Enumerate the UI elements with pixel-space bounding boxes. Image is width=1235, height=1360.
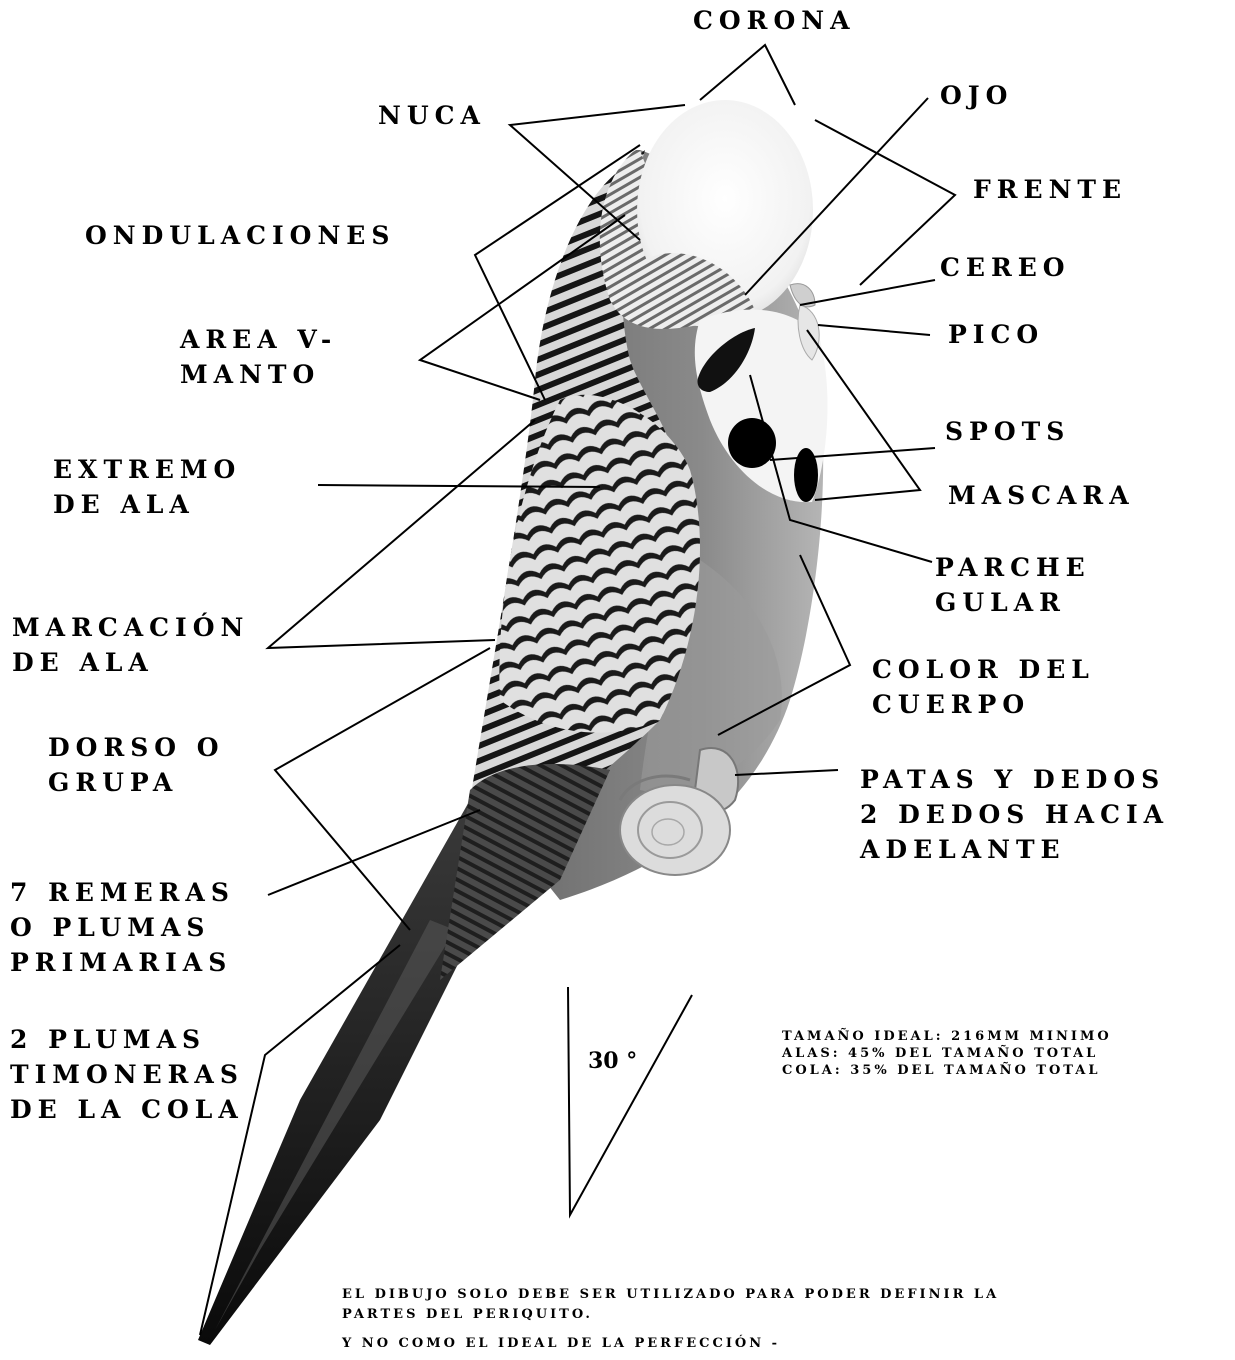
label-timoneras-line1: 2 PLUMAS [10,1022,244,1057]
label-remeras-line1: 7 REMERAS [10,875,235,910]
label-marcacion-ala: MARCACIÓN DE ALA [12,610,249,680]
leader-corona [700,45,795,105]
leader-marcacion-ala [268,420,535,648]
label-marcacion-ala-line1: MARCACIÓN [12,610,249,645]
label-patas-dedos-line2: 2 DEDOS HACIA [860,797,1169,832]
label-dorso-grupa-line2: GRUPA [48,765,225,800]
angle-guide [568,987,692,1215]
label-patas-dedos-line3: ADELANTE [860,832,1169,867]
label-timoneras-line3: DE LA COLA [10,1092,244,1127]
label-patas-dedos-line1: PATAS Y DEDOS [860,762,1169,797]
size-info-line1: TAMAÑO IDEAL: 216MM MINIMO [782,1028,1112,1045]
label-area-manto-line1: AREA V- [180,322,337,357]
label-color-cuerpo-line2: CUERPO [872,687,1095,722]
size-info-line2: ALAS: 45% DEL TAMAÑO TOTAL [782,1045,1112,1062]
label-corona: CORONA [693,3,855,38]
label-dorso-grupa: DORSO O GRUPA [48,730,225,800]
leader-cereo [800,280,935,305]
label-dorso-grupa-line1: DORSO O [48,730,225,765]
label-nuca: NUCA [378,98,486,133]
label-ondulaciones: ONDULACIONES [85,218,395,253]
label-area-manto-line2: MANTO [180,357,337,392]
label-pico: PICO [948,317,1044,352]
label-parche-gular-line1: PARCHE [935,550,1091,585]
label-parche-gular: PARCHE GULAR [935,550,1091,620]
size-info-line3: COLA: 35% DEL TAMAÑO TOTAL [782,1062,1112,1079]
label-patas-dedos: PATAS Y DEDOS 2 DEDOS HACIA ADELANTE [860,762,1169,867]
label-ojo: OJO [940,78,1013,113]
label-marcacion-ala-line2: DE ALA [12,645,249,680]
label-timoneras: 2 PLUMAS TIMONERAS DE LA COLA [10,1022,244,1127]
label-mascara: MASCARA [948,478,1135,513]
leader-pico [818,325,930,335]
label-extremo-ala: EXTREMO DE ALA [53,452,241,522]
disclaimer-line1: EL DIBUJO SOLO DEBE SER UTILIZADO PARA P… [342,1285,999,1305]
label-parche-gular-line2: GULAR [935,585,1091,620]
angle-label: 30 ° [588,1048,637,1074]
disclaimer-line2: PARTES DEL PERIQUITO. [342,1305,593,1325]
label-frente: FRENTE [973,172,1127,207]
label-extremo-ala-line2: DE ALA [53,487,241,522]
label-remeras: 7 REMERAS O PLUMAS PRIMARIAS [10,875,235,980]
label-spots: SPOTS [945,414,1070,449]
label-color-cuerpo: COLOR DEL CUERPO [872,652,1095,722]
label-cereo: CEREO [940,250,1071,285]
label-remeras-line2: O PLUMAS [10,910,235,945]
label-area-manto: AREA V- MANTO [180,322,337,392]
label-color-cuerpo-line1: COLOR DEL [872,652,1095,687]
label-remeras-line3: PRIMARIAS [10,945,235,980]
label-extremo-ala-line1: EXTREMO [53,452,241,487]
size-info: TAMAÑO IDEAL: 216MM MINIMO ALAS: 45% DEL… [782,1028,1112,1079]
angle-lines [568,987,692,1215]
disclaimer-line3: Y NO COMO EL IDEAL DE LA PERFECCIÓN - [342,1334,780,1354]
label-timoneras-line2: TIMONERAS [10,1057,244,1092]
